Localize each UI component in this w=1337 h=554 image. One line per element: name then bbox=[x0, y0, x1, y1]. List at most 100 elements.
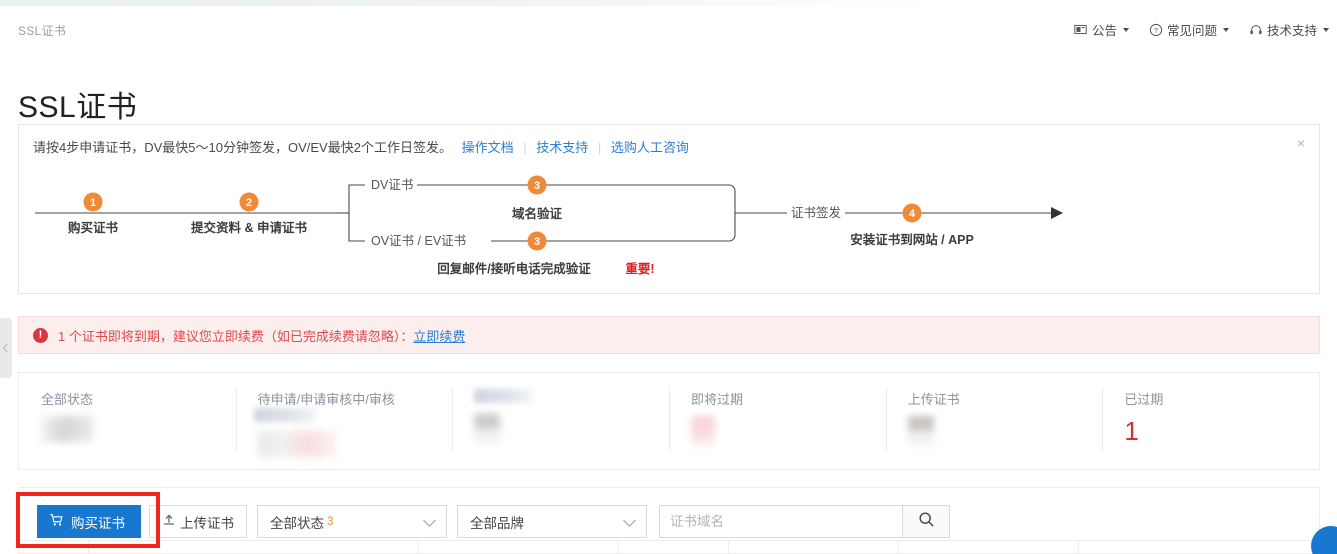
link-tech-support[interactable]: 技术支持 bbox=[536, 140, 589, 155]
redacted-label bbox=[474, 389, 533, 403]
upload-certificate-button[interactable]: 上传证书 bbox=[149, 505, 247, 538]
stat-label-pending: 待申请/申请审核中/审核 bbox=[253, 389, 453, 423]
nav-item-announcement[interactable]: 公告 bbox=[1074, 20, 1129, 39]
chevron-down-icon bbox=[623, 514, 636, 527]
stat-card-pending[interactable]: 待申请/申请审核中/审核 bbox=[235, 373, 453, 469]
page-title: SSL证书 bbox=[18, 91, 138, 125]
certificate-process-flow: 1 购买证书 2 提交资料 & 申请证书 DV证书 OV证书 / EV证书 3 … bbox=[19, 155, 1321, 293]
branch-label-ovev: OV证书 / EV证书 bbox=[371, 234, 466, 248]
stat-card-expiring-soon[interactable]: 即将过期 bbox=[669, 373, 886, 469]
redacted-value bbox=[41, 416, 93, 442]
step-circle-3-dv bbox=[527, 175, 547, 195]
banner-description: 请按4步申请证书，DV最快5～10分钟签发，OV/EV最快2个工作日签发。 bbox=[33, 140, 452, 155]
link-consulting[interactable]: 选购人工咨询 bbox=[610, 140, 689, 155]
table-column-divider bbox=[729, 541, 899, 553]
headset-icon bbox=[1249, 23, 1263, 37]
step-circle-4 bbox=[902, 203, 922, 223]
redacted-value bbox=[474, 414, 501, 444]
issue-label: 证书签发 bbox=[791, 205, 842, 220]
buy-certificate-button[interactable]: 购买证书 bbox=[37, 505, 141, 538]
table-column-divider bbox=[419, 541, 619, 553]
banner-links: 操作文档 | 技术支持 | 选购人工咨询 bbox=[462, 140, 689, 155]
stat-label-expired: 已过期 bbox=[1124, 392, 1164, 407]
upload-icon bbox=[162, 513, 176, 530]
banner-text-row: 请按4步申请证书，DV最快5～10分钟签发，OV/EV最快2个工作日签发。 操作… bbox=[33, 137, 689, 156]
step-label-2: 提交资料 & 申请证书 bbox=[191, 220, 307, 235]
step-label-1: 购买证书 bbox=[68, 220, 119, 235]
announcement-icon bbox=[1074, 23, 1088, 37]
top-nav: 公告 ? 常见问题 bbox=[1074, 20, 1329, 39]
stat-value-redacted bbox=[474, 414, 669, 450]
nav-item-tech-support[interactable]: 技术支持 bbox=[1249, 20, 1329, 39]
nav-label-tech-support: 技术支持 bbox=[1266, 24, 1317, 38]
chevron-down-icon bbox=[1122, 27, 1129, 32]
svg-text:2: 2 bbox=[246, 197, 252, 209]
question-circle-icon: ? bbox=[1149, 23, 1163, 37]
stat-value-all-status bbox=[41, 416, 236, 448]
step-label-3-ovev: 回复邮件/接听电话完成验证 bbox=[437, 261, 591, 276]
link-separator: | bbox=[523, 140, 527, 155]
search-button[interactable] bbox=[902, 505, 950, 538]
stat-value-pending bbox=[257, 431, 453, 463]
breadcrumb[interactable]: SSL证书 bbox=[18, 24, 67, 38]
redacted-value bbox=[691, 416, 716, 446]
top-accent-strip bbox=[0, 0, 1337, 6]
svg-text:3: 3 bbox=[534, 180, 540, 192]
stat-value-expiring-soon bbox=[691, 416, 886, 452]
chevron-down-icon bbox=[423, 514, 436, 527]
exclamation-circle-icon: ! bbox=[33, 327, 48, 343]
status-filter-count: 3 bbox=[327, 515, 334, 528]
redacted-value bbox=[907, 416, 934, 446]
chevron-left-icon bbox=[2, 343, 12, 353]
certificate-table bbox=[18, 540, 1320, 554]
alert-text: 1 个证书即将到期，建议您立即续费（如已完成续费请忽略）：立即续费 bbox=[58, 326, 465, 345]
table-column-divider bbox=[19, 541, 89, 553]
stat-label-expiring-soon: 即将过期 bbox=[691, 392, 744, 407]
toolbar-controls: 购买证书 上传证书 全部状态 3 全部品牌 bbox=[37, 505, 950, 538]
link-operation-doc[interactable]: 操作文档 bbox=[461, 140, 514, 155]
search-group bbox=[659, 505, 950, 538]
search-icon bbox=[918, 511, 935, 533]
redacted-value bbox=[257, 431, 336, 457]
step-label-3-dv: 域名验证 bbox=[512, 206, 563, 221]
brand-filter-label: 全部品牌 bbox=[470, 515, 524, 531]
svg-text:1: 1 bbox=[90, 197, 96, 209]
step-label-4: 安装证书到网站 / APP bbox=[850, 232, 974, 247]
nav-label-faq: 常见问题 bbox=[1166, 24, 1217, 38]
brand-filter-select[interactable]: 全部品牌 bbox=[457, 505, 647, 538]
important-note: 重要! bbox=[625, 261, 654, 276]
table-column-divider bbox=[1079, 541, 1319, 553]
step-circle-3-ovev bbox=[527, 231, 547, 251]
chevron-down-icon bbox=[1222, 27, 1229, 32]
branch-label-dv: DV证书 bbox=[371, 178, 413, 192]
svg-text:4: 4 bbox=[909, 208, 916, 220]
sidebar-collapse-handle[interactable] bbox=[0, 318, 12, 378]
expiry-alert-bar: ! 1 个证书即将到期，建议您立即续费（如已完成续费请忽略）：立即续费 bbox=[18, 316, 1320, 354]
chevron-down-icon bbox=[1323, 27, 1329, 32]
nav-item-faq[interactable]: ? 常见问题 bbox=[1149, 20, 1229, 39]
search-input[interactable] bbox=[659, 505, 902, 538]
status-summary-cards: 全部状态 待申请/申请审核中/审核 即将过期 上传证书 已过期 1 bbox=[18, 372, 1320, 470]
redacted-label bbox=[253, 408, 316, 422]
link-separator: | bbox=[597, 140, 602, 155]
stat-value-expired: 1 bbox=[1124, 416, 1139, 446]
upload-certificate-label: 上传证书 bbox=[180, 515, 234, 531]
banner-close-button[interactable]: × bbox=[1296, 135, 1306, 151]
step-circle-1 bbox=[83, 192, 103, 212]
stat-card-all-status[interactable]: 全部状态 bbox=[19, 373, 236, 469]
renew-now-link[interactable]: 立即续费 bbox=[413, 328, 466, 344]
stat-card-redacted[interactable] bbox=[452, 373, 669, 469]
stat-label-pending-text: 待申请/申请审核中/审核 bbox=[257, 392, 395, 407]
status-filter-label: 全部状态 bbox=[270, 515, 324, 531]
table-column-divider bbox=[89, 541, 419, 553]
stat-label-all-status: 全部状态 bbox=[41, 392, 94, 407]
page-header: SSL证书 公告 ? bbox=[0, 6, 1337, 52]
status-filter-select[interactable]: 全部状态 3 bbox=[257, 505, 447, 538]
stat-card-expired[interactable]: 已过期 1 bbox=[1102, 373, 1319, 469]
alert-message: 1 个证书即将到期，建议您立即续费（如已完成续费请忽略）： bbox=[58, 328, 414, 344]
table-column-divider bbox=[619, 541, 729, 553]
step-circle-2 bbox=[239, 192, 259, 212]
stat-card-uploaded[interactable]: 上传证书 bbox=[885, 373, 1103, 469]
stat-label-uploaded: 上传证书 bbox=[907, 392, 960, 407]
